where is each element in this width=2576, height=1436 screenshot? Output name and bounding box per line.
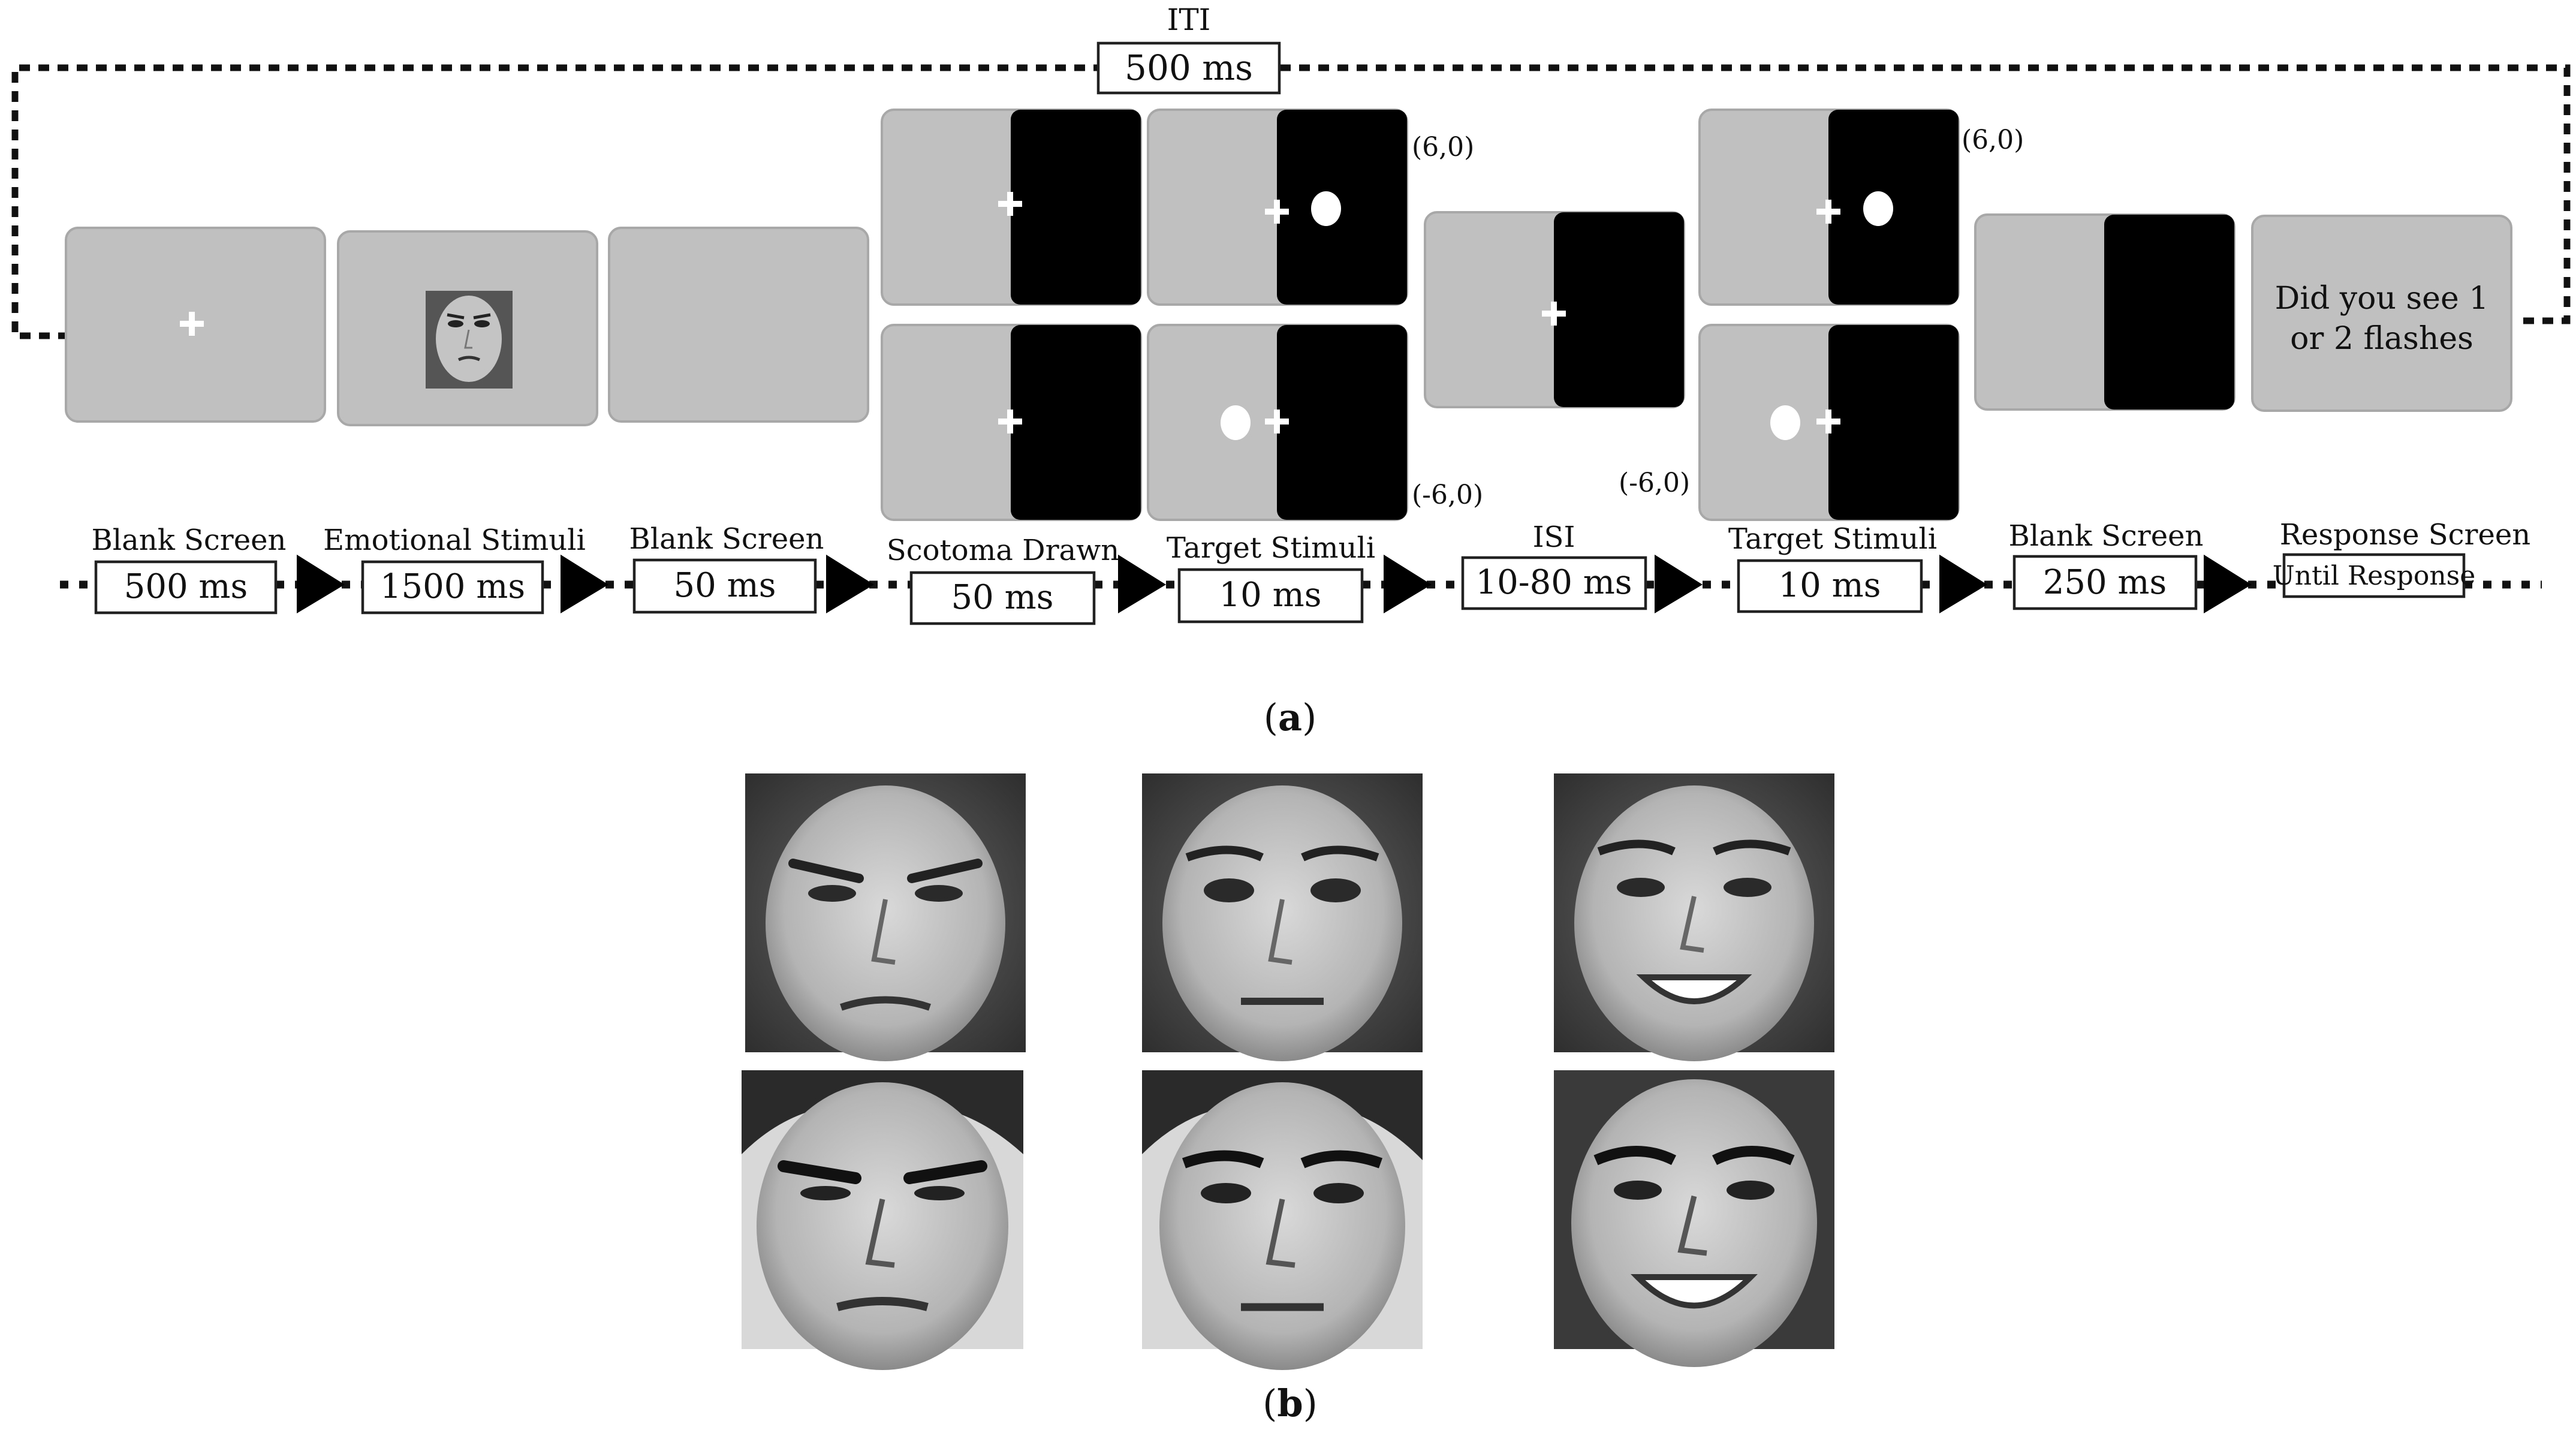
step-label: Emotional Stimuli [323, 523, 586, 557]
caption-b: (b) [1263, 1381, 1318, 1425]
timeline-step: ISI 10-80 ms [1461, 520, 1647, 610]
coord-target2-bottom: (-6,0) [1619, 468, 1690, 498]
response-question-line1: Did you see 1 [2275, 281, 2489, 317]
panel-emotional [337, 230, 598, 426]
timeline-step: Target Stimuli 10 ms [1167, 531, 1375, 624]
panel-response: Did you see 1 or 2 flashes [2251, 215, 2512, 412]
arrow-right-icon [561, 555, 608, 613]
step-label: Target Stimuli [1167, 531, 1375, 565]
step-label: Response Screen [2280, 518, 2530, 552]
face-grid [742, 773, 1834, 1370]
duration-box [632, 558, 817, 614]
panel-target-top [1147, 109, 1408, 306]
arrow-right-icon [1655, 555, 1703, 613]
step-duration: 50 ms [674, 566, 776, 605]
timeline-step: Response Screen Until Response [2273, 518, 2530, 598]
duration-box [1461, 556, 1647, 610]
step-duration: 1500 ms [380, 567, 525, 606]
arrow-right-icon [826, 555, 874, 613]
step-duration: 10-80 ms [1475, 563, 1632, 602]
panel-target2-bottom [1698, 324, 1960, 521]
iti-loop [11, 64, 2571, 339]
duration-box [361, 560, 544, 615]
target-flash-icon [1770, 405, 1800, 440]
coord-target2-top: (6,0) [1962, 125, 2024, 155]
target-flash-icon [1311, 191, 1341, 226]
step-duration: 500 ms [124, 567, 248, 606]
arrow-right-icon [2204, 555, 2252, 613]
step-duration: 250 ms [2043, 563, 2167, 602]
target-flash-icon [1863, 191, 1893, 226]
step-label: Blank Screen [92, 523, 287, 557]
duration-box [94, 560, 278, 615]
step-duration: 10 ms [1219, 576, 1322, 615]
timeline-step: Emotional Stimuli 1500 ms [323, 523, 586, 615]
coord-target-top: (6,0) [1412, 132, 1474, 162]
iti-group: ITI 500 ms [1096, 2, 1281, 95]
iti-title: ITI [1167, 2, 1211, 37]
panel-target2-top [1698, 109, 1960, 306]
panel-blank-3 [1974, 213, 2235, 411]
iti-box [1096, 41, 1281, 95]
duration-box [1737, 559, 1923, 613]
arrow-right-icon [1384, 555, 1432, 613]
emotional-face-thumbnail [426, 291, 513, 389]
panel-isi [1424, 211, 1685, 408]
step-duration: Until Response [2273, 561, 2476, 591]
target-flash-icon [1221, 405, 1251, 440]
coord-target-bottom: (-6,0) [1412, 480, 1483, 510]
svg-text:(b): (b) [1263, 1381, 1318, 1425]
face-photo-female-angry [745, 773, 1026, 1061]
step-duration: 10 ms [1779, 566, 1881, 605]
timeline-step: Blank Screen 250 ms [2009, 519, 2204, 610]
face-photo-female-neutral [1142, 773, 1423, 1061]
timeline-step: Target Stimuli 10 ms [1728, 522, 1937, 613]
panel-blank-2 [608, 227, 869, 423]
face-photo-male-neutral [1142, 1070, 1423, 1370]
step-label: ISI [1533, 520, 1575, 554]
timeline-step: Scotoma Drawn 50 ms [887, 534, 1119, 625]
caption-a: (a) [1264, 696, 1317, 739]
face-photo-male-angry [742, 1070, 1023, 1370]
step-label: Blank Screen [629, 522, 824, 556]
face-photo-female-happy [1554, 773, 1834, 1061]
step-duration: 50 ms [951, 578, 1054, 617]
step-label: Blank Screen [2009, 519, 2204, 553]
caption-b-letter: b [1277, 1381, 1303, 1425]
timeline: Blank Screen 500 ms Emotional Stimuli 15… [60, 518, 2542, 625]
arrow-right-icon [297, 555, 345, 613]
caption-a-letter: a [1278, 696, 1302, 739]
duration-box [1177, 568, 1364, 624]
duration-box [909, 571, 1096, 625]
iti-value: 500 ms [1125, 47, 1253, 88]
panel-target-bottom [1147, 324, 1408, 521]
step-label: Target Stimuli [1728, 522, 1937, 556]
timeline-step: Blank Screen 50 ms [629, 522, 824, 614]
duration-box [2282, 553, 2466, 598]
duration-box [2012, 555, 2198, 610]
panel-blank-1 [65, 227, 326, 423]
face-photo-male-happy [1554, 1070, 1834, 1367]
panel-scotoma-bottom [881, 324, 1142, 521]
svg-text:(a): (a) [1264, 696, 1317, 739]
step-label: Scotoma Drawn [887, 534, 1119, 567]
panel-scotoma-top [881, 109, 1142, 306]
timeline-step: Blank Screen 500 ms [92, 523, 287, 615]
response-question-line2: or 2 flashes [2290, 321, 2473, 357]
arrow-right-icon [1939, 555, 1987, 613]
arrow-right-icon [1118, 555, 1166, 613]
